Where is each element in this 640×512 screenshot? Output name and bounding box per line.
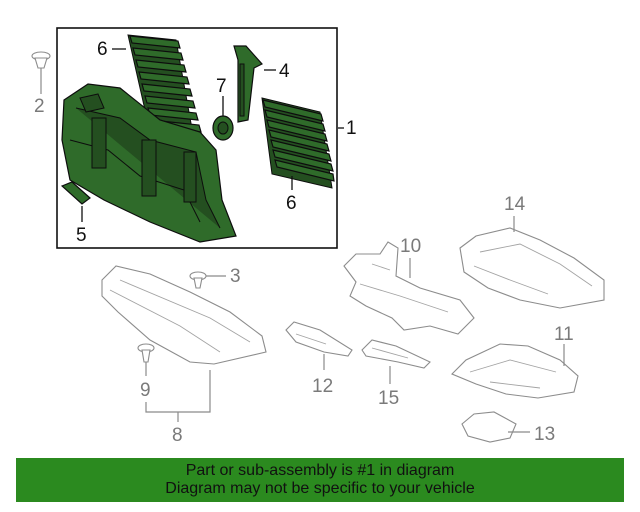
banner-line-1: Part or sub-assembly is #1 in diagram [185, 462, 455, 479]
callout-3: 3 [230, 266, 241, 287]
part-10-bracket[interactable] [343, 241, 475, 335]
callout-4: 4 [279, 61, 290, 82]
callout-14: 14 [504, 194, 526, 215]
info-banner: Part or sub-assembly is #1 in diagram Di… [16, 458, 624, 502]
part-15-bracket[interactable] [361, 339, 431, 369]
part-3-pin[interactable] [189, 271, 207, 289]
part-8-lower-shield[interactable] [101, 265, 267, 365]
callout-11: 11 [554, 324, 574, 345]
part-6-lower-louvers[interactable] [261, 97, 335, 189]
callout-10: 10 [400, 236, 421, 257]
part-9-pin[interactable] [137, 343, 155, 363]
part-14-splash-shield[interactable] [459, 227, 605, 309]
callout-9: 9 [140, 380, 151, 401]
part-1-deflector-body[interactable] [61, 83, 237, 243]
callout-labels: 1 2 3 4 5 6 6 7 8 9 10 11 12 13 14 15 [34, 39, 574, 446]
callout-13: 13 [534, 424, 555, 445]
part-6-upper-louvers[interactable] [127, 34, 202, 141]
part-5-seal[interactable] [60, 181, 91, 205]
assembly-1-frame [56, 27, 338, 249]
callout-12: 12 [312, 376, 333, 397]
part-7-grommet[interactable] [212, 115, 234, 141]
part-13-shield[interactable] [461, 411, 517, 443]
part-2-clip[interactable] [31, 51, 51, 69]
callout-6-lower: 6 [286, 193, 297, 214]
part-12-shield[interactable] [285, 321, 353, 357]
banner-line-2: Diagram may not be specific to your vehi… [165, 480, 475, 497]
callout-2: 2 [34, 96, 45, 117]
callout-5: 5 [76, 225, 87, 246]
part-4-bracket[interactable] [233, 45, 263, 123]
callout-7: 7 [216, 76, 227, 97]
callout-8: 8 [172, 425, 183, 446]
part-11-under-shield[interactable] [451, 343, 579, 399]
callout-6-upper: 6 [97, 39, 108, 60]
leader-lines [40, 48, 565, 433]
callout-15: 15 [378, 388, 399, 409]
callout-1: 1 [346, 118, 357, 139]
